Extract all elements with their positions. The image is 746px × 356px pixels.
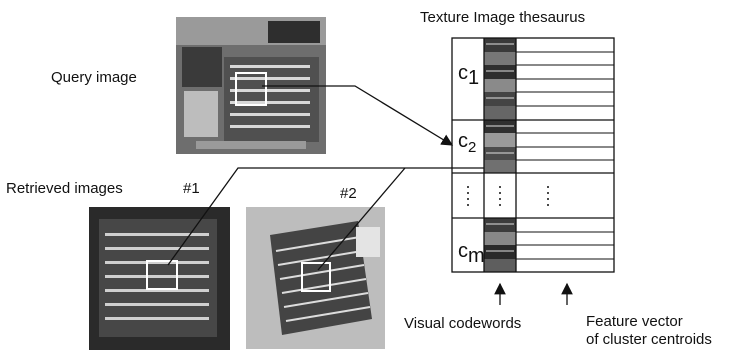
retrieved-index-2: #2 bbox=[340, 185, 357, 203]
cluster-name-1: c bbox=[458, 62, 468, 84]
cluster-sub-m: m bbox=[468, 245, 485, 267]
codeword-swatches bbox=[484, 38, 516, 272]
retrieval-line-2 bbox=[318, 168, 405, 270]
cluster-name-2: c bbox=[458, 130, 468, 152]
retrieved-images-label: Retrieved images bbox=[6, 180, 123, 198]
query-image-label: Query image bbox=[51, 69, 137, 87]
cluster-label-m: cm bbox=[458, 240, 485, 267]
cluster-name-m: c bbox=[458, 240, 468, 262]
retrieved-index-1: #1 bbox=[183, 180, 200, 198]
cluster-sub-1: 1 bbox=[468, 67, 479, 89]
cluster-label-2: c2 bbox=[458, 130, 476, 159]
retrieval-line bbox=[168, 168, 484, 265]
visual-codewords-label: Visual codewords bbox=[404, 315, 521, 333]
feature-vector-label: Feature vector bbox=[586, 313, 683, 331]
cluster-sub-2: 2 bbox=[468, 139, 476, 156]
thesaurus-title: Texture Image thesaurus bbox=[420, 9, 585, 27]
feature-vector-label-2: of cluster centroids bbox=[586, 331, 712, 349]
query-arrow bbox=[262, 86, 452, 145]
cluster-label-1: c1 bbox=[458, 62, 479, 89]
